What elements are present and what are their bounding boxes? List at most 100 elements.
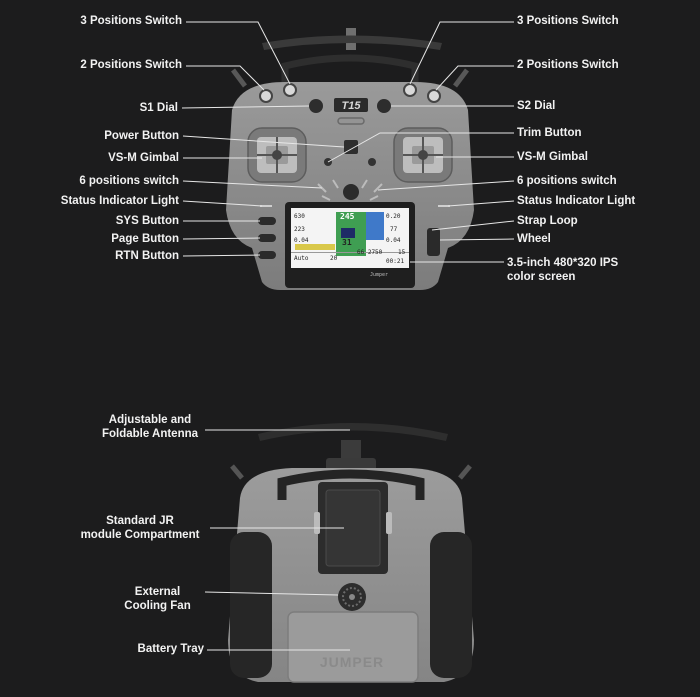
right-outer-toggle <box>453 68 469 88</box>
label-wheel: Wheel <box>517 233 551 245</box>
label-battery-tray: Battery Tray <box>137 643 204 655</box>
label-screen-line2: color screen <box>507 271 576 283</box>
leader-switch6-left <box>182 180 323 189</box>
sys-button <box>258 217 276 225</box>
label-status-light-left: Status Indicator Light <box>60 195 179 207</box>
front-antenna <box>262 35 442 50</box>
label-power-button: Power Button <box>104 130 179 142</box>
label-gimbal-left: VS-M Gimbal <box>108 152 179 164</box>
lcd-mode: Auto <box>294 255 309 262</box>
leader-switch3-right <box>409 21 514 85</box>
back-left-toggle <box>230 464 244 480</box>
lcd-chin <box>291 268 409 282</box>
lcd-blue-panel <box>366 212 384 240</box>
label-trim-button: Trim Button <box>517 127 582 139</box>
lcd-time: 00:21 <box>386 258 405 265</box>
lcd-yellow-bar <box>295 244 335 250</box>
left-outer-toggle <box>231 68 247 88</box>
leader-lines <box>181 21 515 651</box>
label-switch3-left: 3 Positions Switch <box>80 15 182 27</box>
label-switch3-right: 3 Positions Switch <box>517 15 619 27</box>
label-switch2-left: 2 Positions Switch <box>80 59 182 71</box>
leader-trim-button <box>327 132 514 163</box>
back-view: JUMPER <box>228 423 474 683</box>
power-button <box>344 140 358 154</box>
front-logo: T15 <box>342 100 362 112</box>
lcd-right-mid: 77 <box>390 226 398 233</box>
label-gimbal-right: VS-M Gimbal <box>517 151 588 163</box>
label-switch6-left: 6 positions switch <box>79 175 179 187</box>
lcd-right-top: 0.20 <box>386 213 401 220</box>
label-antenna-line1: Adjustable and <box>108 414 192 426</box>
left-gimbal <box>247 127 307 183</box>
label-status-light-right: Status Indicator Light <box>517 195 636 207</box>
cooling-fan-hub <box>349 594 355 600</box>
right-gimbal <box>393 127 453 183</box>
lcd-dark-block <box>341 228 355 238</box>
leader-strap-loop <box>431 220 515 231</box>
right-trim-button <box>368 158 376 166</box>
right-3pos-switch <box>403 83 417 97</box>
back-logo: JUMPER <box>320 654 384 670</box>
left-2pos-switch <box>259 89 273 103</box>
lcd-right-num: 15 <box>398 249 406 256</box>
jr-right-clip <box>386 512 392 534</box>
lcd-value-3: 0.04 <box>294 237 309 244</box>
label-s1-dial: S1 Dial <box>139 102 178 114</box>
back-handle <box>277 469 425 500</box>
label-antenna-line2: Foldable Antenna <box>101 428 199 440</box>
label-s2-dial: S2 Dial <box>517 100 556 112</box>
lcd-rpm: 66 2750 <box>357 249 383 256</box>
s2-dial <box>377 99 391 113</box>
rtn-button <box>258 251 276 259</box>
lcd-center-bottom: 31 <box>342 238 352 247</box>
jr-left-clip <box>314 512 320 534</box>
lcd-count: 20 <box>330 255 338 262</box>
lcd-value-1: 630 <box>294 213 305 220</box>
leader-switch2-right <box>435 65 514 91</box>
leader-status-right <box>447 200 515 207</box>
lcd-right-bottom: 0.04 <box>386 237 401 244</box>
left-3pos-switch <box>283 83 297 97</box>
front-emblem <box>337 117 365 125</box>
leader-switch2-left <box>186 65 265 91</box>
right-2pos-switch <box>427 89 441 103</box>
label-rtn-button: RTN Button <box>115 250 179 262</box>
leader-wheel <box>439 238 515 241</box>
label-screen-line1: 3.5-inch 480*320 IPS <box>507 257 619 269</box>
label-fan-line1: External <box>134 586 181 598</box>
label-jr-line1: Standard JR <box>106 515 174 527</box>
leader-s1-dial <box>181 105 310 109</box>
leader-switch3-left <box>186 21 291 85</box>
center-6pos-knob <box>343 184 359 200</box>
back-right-toggle <box>458 464 472 480</box>
label-switch2-right: 2 Positions Switch <box>517 59 619 71</box>
front-view: T15 <box>226 28 474 290</box>
front-logo-plate <box>334 98 368 112</box>
leader-page <box>182 237 261 240</box>
front-handle <box>281 54 419 84</box>
back-antenna-base <box>341 440 361 462</box>
lcd-value-2: 223 <box>294 226 305 233</box>
label-fan-line2: Cooling Fan <box>124 600 191 612</box>
back-antenna <box>258 423 448 441</box>
label-switch6-right: 6 positions switch <box>517 175 617 187</box>
left-grip <box>230 532 272 678</box>
leader-rtn <box>182 254 261 257</box>
label-strap-loop: Strap Loop <box>517 215 578 227</box>
leader-cooling-fan <box>204 591 339 596</box>
page-button <box>258 234 276 242</box>
battery-tray <box>287 611 419 683</box>
lcd-divider <box>291 252 409 253</box>
label-jr-line2: module Compartment <box>80 529 200 541</box>
lcd-brand: Jumper <box>370 272 389 278</box>
label-page-button: Page Button <box>111 233 179 245</box>
leader-switch6-right <box>377 180 515 191</box>
label-sys-button: SYS Button <box>115 215 179 227</box>
cooling-fan-grille <box>342 587 362 607</box>
scroll-wheel <box>427 228 440 256</box>
lcd-center-top: 245 <box>340 212 355 221</box>
s1-dial <box>309 99 323 113</box>
